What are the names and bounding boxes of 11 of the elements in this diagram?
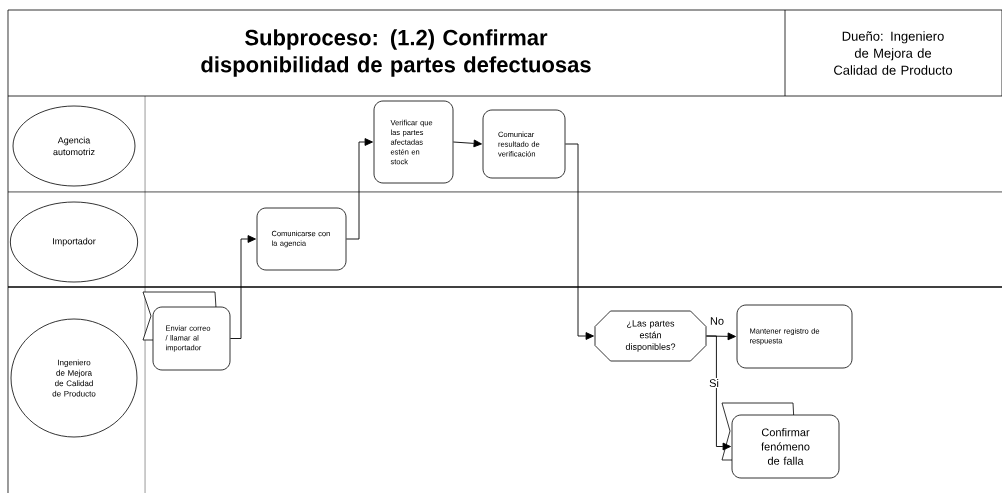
edge-label: No [708, 316, 726, 326]
edge-label: Si [708, 377, 720, 389]
arrow [564, 143, 594, 340]
arrow [345, 138, 373, 240]
process-box: Confirmar fenómeno de falla [721, 402, 840, 479]
owner-text: Dueño: Ingeniero de Mejora de Calidad de Producto [834, 31, 953, 75]
decision-hexagon: ¿Las partes están disponibles? [594, 310, 707, 362]
arrow [452, 139, 482, 148]
arrow [229, 235, 256, 339]
arrow [705, 335, 731, 451]
title: Subproceso: (1.2) Confirmar disponibilidad de partes defectuosas [201, 29, 591, 77]
